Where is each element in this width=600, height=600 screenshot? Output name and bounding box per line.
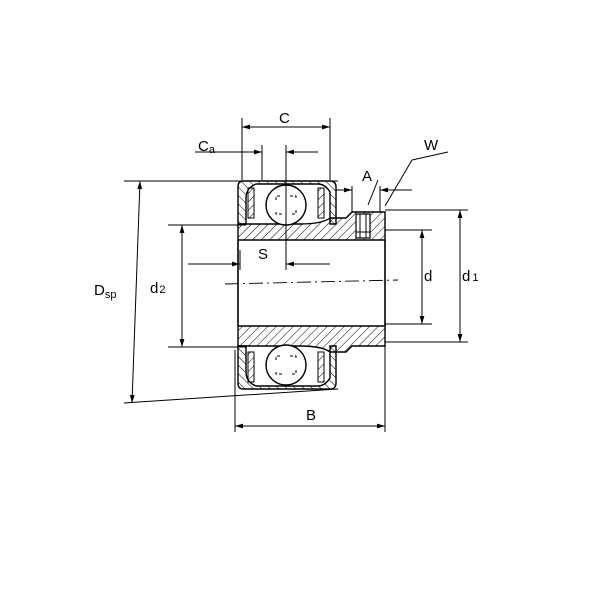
label-Dsp-sub: sp bbox=[105, 289, 117, 301]
label-C: C bbox=[279, 110, 290, 127]
centerline bbox=[224, 279, 399, 285]
label-d2: d2 bbox=[150, 280, 165, 297]
dimension-lines bbox=[123, 118, 468, 432]
label-Ca-sub: a bbox=[209, 144, 216, 156]
label-d2-main: d bbox=[150, 280, 158, 297]
label-Ca-main: C bbox=[198, 138, 209, 155]
upper-section bbox=[237, 180, 386, 241]
label-d1-main: d bbox=[462, 268, 470, 285]
seal-upper-left bbox=[247, 187, 255, 219]
label-A: A bbox=[362, 168, 372, 185]
seal-lower-right bbox=[317, 351, 325, 383]
label-B: B bbox=[306, 407, 316, 424]
outer-ring-upper bbox=[237, 180, 337, 225]
label-Ca: Ca bbox=[198, 138, 216, 156]
label-Dsp-main: D bbox=[94, 282, 105, 299]
label-W: W bbox=[424, 137, 439, 154]
lower-section bbox=[237, 325, 386, 390]
seal-upper-right bbox=[317, 187, 325, 219]
seal-lower-left bbox=[247, 351, 255, 383]
inner-ring-lower bbox=[237, 325, 386, 353]
label-d: d bbox=[424, 268, 432, 285]
label-S: S bbox=[258, 246, 268, 263]
set-screw bbox=[355, 213, 371, 239]
label-d1-sub: 1 bbox=[472, 272, 478, 284]
label-d2-sub: 2 bbox=[159, 284, 165, 296]
label-Dsp: Dsp bbox=[94, 282, 116, 301]
inner-ring-upper bbox=[237, 211, 386, 241]
ball-lower bbox=[265, 344, 307, 386]
